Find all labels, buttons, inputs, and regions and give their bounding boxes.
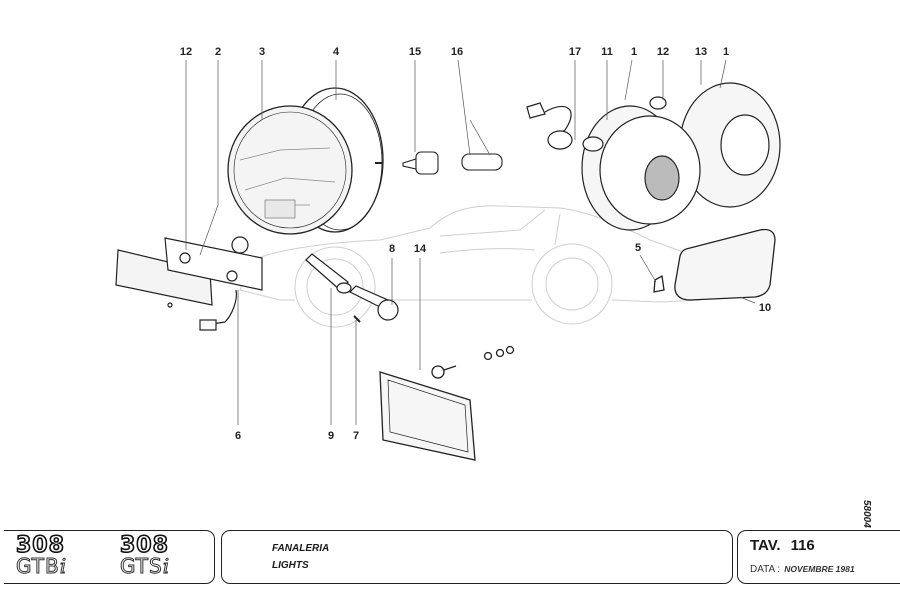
callout-2-side-marker-housing: 2 — [214, 46, 222, 58]
model-logo-308-gtbi: 308 GTBi — [15, 533, 68, 578]
model-variant-text: GTS — [120, 554, 163, 578]
catalog-number: 58004 — [861, 500, 872, 528]
page-title-box: FANALERIA LIGHTS — [221, 530, 733, 584]
plate-number: TAV. 116 — [750, 537, 815, 554]
model-number: 308 — [15, 533, 65, 558]
plate-lamp-assembly — [653, 228, 776, 301]
callout-12-rear-lamp-bulb: 12 — [656, 46, 670, 58]
callout-13-rear-lamp-gasket: 13 — [694, 46, 708, 58]
callout-6-side-marker-wiring: 6 — [234, 430, 242, 442]
callout-1-rear-lamp-left: 1 — [630, 46, 638, 58]
callout-11-rear-lamp-reflector: 11 — [601, 46, 613, 58]
fog-lamp-assembly — [379, 345, 515, 461]
page-title-english: LIGHTS — [272, 560, 309, 571]
callout-9-interior-lamp-sleeve: 9 — [327, 430, 335, 442]
callout-7-interior-lamp-bulb: 7 — [352, 430, 360, 442]
date-value: NOVEMBRE 1981 — [784, 564, 855, 574]
callout-4-headlamp-ring: 4 — [332, 46, 340, 58]
plate-label: TAV. — [750, 537, 781, 554]
plate-info-box: TAV. 116 DATA :NOVEMBRE 1981 — [737, 530, 900, 584]
model-logo-308-gtsi: 308 GTSi — [119, 533, 171, 578]
model-number: 308 — [119, 533, 169, 558]
model-logo-box — [4, 530, 215, 584]
model-suffix: i — [59, 554, 68, 578]
side-marker-assembly — [115, 236, 263, 331]
callout-5-plate-lamp-bracket: 5 — [634, 242, 642, 254]
callout-10-plate-lamp: 10 — [758, 302, 772, 314]
leader-lines — [185, 59, 756, 425]
callout-16-bulb-holder: 16 — [450, 46, 464, 58]
callout-8-interior-lamp: 8 — [388, 243, 396, 255]
bulbs — [402, 151, 503, 175]
rear-lamp-assembly — [526, 82, 781, 231]
page-title-italian: FANALERIA — [272, 543, 330, 554]
callout-1-rear-lamp-right: 1 — [722, 46, 730, 58]
callout-15-headlamp-bulb: 15 — [408, 46, 422, 58]
model-variant: GTBi — [16, 554, 68, 578]
callout-3-headlamp-sealed-beam: 3 — [258, 46, 266, 58]
interior-lamp-assembly — [305, 253, 399, 323]
model-variant: GTSi — [120, 554, 171, 578]
model-variant-text: GTB — [16, 554, 60, 578]
headlamp-assembly — [227, 87, 384, 235]
callout-17-rear-lamp-wiring: 17 — [568, 46, 582, 58]
date-label: DATA : — [750, 564, 781, 575]
model-suffix: i — [162, 554, 171, 578]
plate-value: 116 — [790, 537, 815, 554]
exploded-parts-drawing — [115, 59, 781, 461]
callout-14-fog-lamp: 14 — [413, 243, 427, 255]
date-line: DATA :NOVEMBRE 1981 — [750, 564, 855, 575]
callout-12-side-marker-bracket: 12 — [179, 46, 193, 58]
